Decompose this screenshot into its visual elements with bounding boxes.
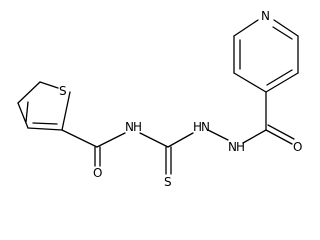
bond-cs-nh [167, 132, 194, 148]
right-carbonyl-oxygen-label: O [293, 140, 302, 154]
bond-c2-carbonyl [61, 129, 98, 148]
bond-c2-c3 [27, 127, 63, 131]
bond-c5-c4-inner [266, 69, 293, 86]
thione-sulfur-label: S [164, 175, 172, 189]
left-amide-group [61, 129, 126, 167]
bond-n-c6-inner [272, 26, 293, 40]
amide-nitrogen-label: N [125, 120, 134, 134]
bond-carbonyl-o-right-b [267, 124, 295, 140]
chemical-structure-diagram: S N H O S N H N H O N [17, 9, 302, 189]
bond-c2-n [233, 19, 259, 37]
thiophene-sulfur-label: S [59, 84, 67, 98]
amide-hydrogen-label: H [133, 120, 142, 134]
thiourea-group [139, 132, 194, 175]
bond-c3-c4-inner [25, 101, 29, 123]
bond-carbonyl-o-right-a [265, 129, 293, 145]
bond-s-c2 [61, 91, 71, 131]
bond-c4-c5 [17, 81, 41, 104]
right-amide-group [242, 91, 295, 145]
bond-c5-c4 [265, 72, 299, 93]
bond-n-cs [139, 132, 169, 148]
bond-c5-s [39, 81, 59, 89]
hydrazine-nitrogen-1-label: N [201, 120, 210, 134]
pyridine-ring [233, 19, 299, 93]
hydrazine-hydrogen-1-label: H [193, 120, 202, 134]
bond-carbonyl-n [96, 132, 126, 148]
hydrazine-hydrogen-2-label: H [236, 140, 245, 154]
bond-nh-nh [207, 129, 229, 141]
bond-c2-c3-inner [32, 122, 58, 125]
bond-c4-c3 [233, 72, 267, 93]
bond-n-c6 [273, 19, 299, 37]
bond-nh-carbonyl [242, 129, 267, 144]
left-carbonyl-oxygen-label: O [93, 166, 102, 180]
pyridine-nitrogen-label: N [261, 9, 270, 23]
thiophene-ring [17, 81, 71, 131]
hydrazine-nitrogen-2-label: N [228, 140, 237, 154]
hydrazine-group [207, 129, 229, 141]
bond-c3-c4 [17, 102, 29, 129]
